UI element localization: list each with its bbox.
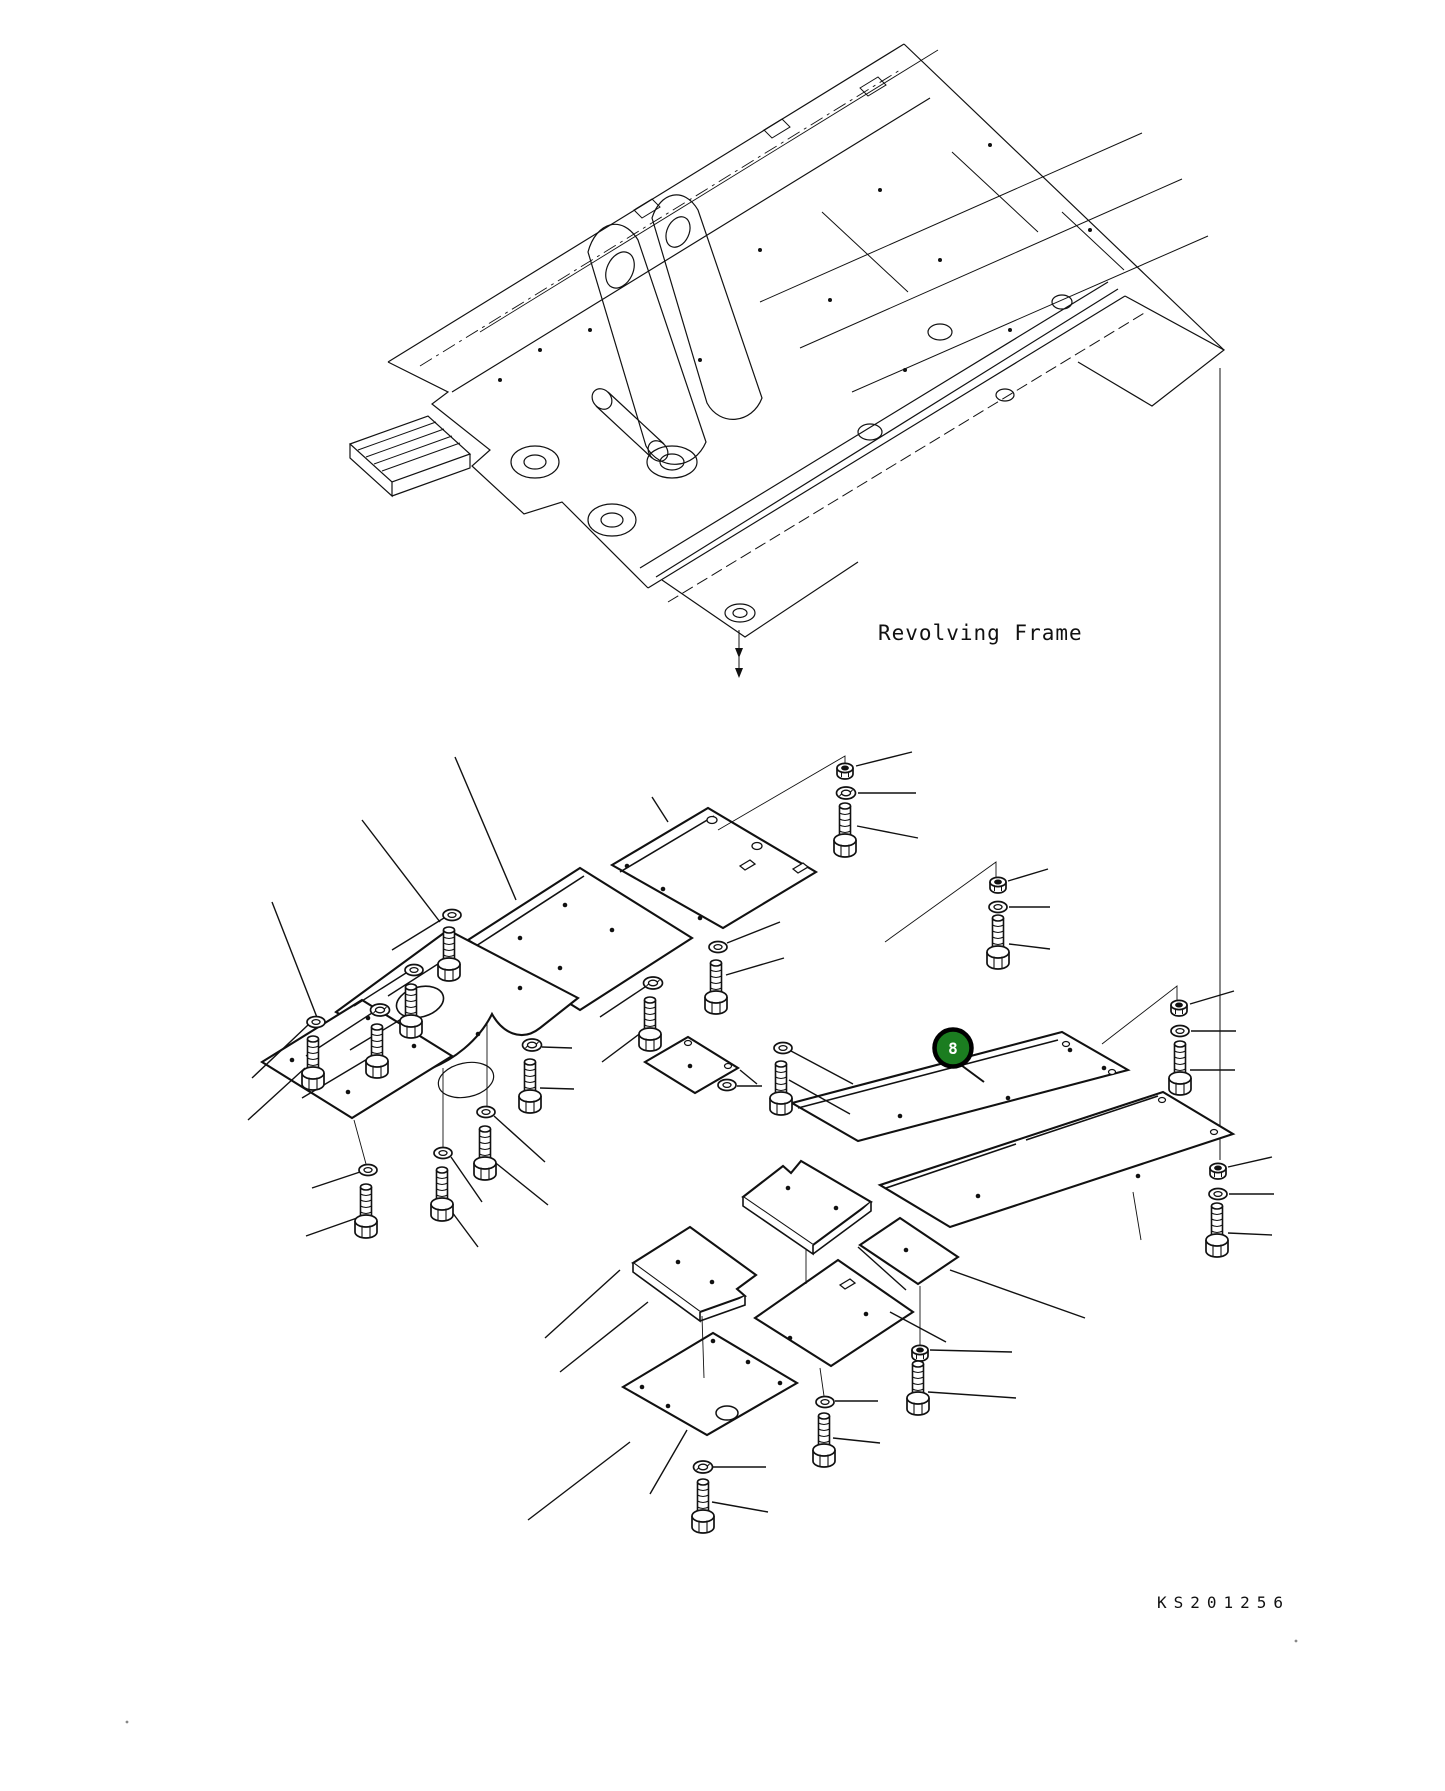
bolt [354,1183,378,1239]
bolt [1168,1040,1192,1096]
washer [988,900,1008,914]
bolt [986,914,1010,970]
washer [1170,1024,1190,1038]
callout-circle[interactable] [932,1027,974,1069]
cover-plate [858,1216,960,1286]
bolt [518,1058,542,1114]
washer [442,908,462,922]
bolt [906,1360,930,1416]
cutout-curve [437,1061,495,1099]
bolt [1205,1202,1229,1258]
bolt [691,1478,715,1534]
washer [815,1395,835,1409]
spring-washer [521,1038,543,1052]
cover-plate [620,1331,800,1437]
nut [1209,1162,1227,1180]
bolt [812,1412,836,1468]
leader-lines [247,751,1274,1521]
callout-number: 8 [948,1039,958,1058]
cover-plate [642,1035,741,1095]
revolving-frame-drawing [348,43,1226,678]
callout-leader [960,1064,985,1083]
page-dot [125,1720,129,1724]
nut [989,876,1007,894]
washer [306,1015,326,1029]
under-cover-plates [260,806,1236,1437]
bolt [473,1125,497,1181]
frame-label: Revolving Frame [878,621,1083,645]
bolt [430,1166,454,1222]
cover-plate [609,806,819,930]
washer [708,940,728,954]
nut [1170,999,1188,1017]
callout-8[interactable]: 8 [932,1027,985,1083]
washer [433,1146,453,1160]
washer [358,1163,378,1177]
page-dot [1294,1639,1298,1643]
washer [717,1078,737,1092]
washer [773,1041,793,1055]
spring-washer [692,1460,714,1474]
bolt [769,1060,793,1116]
spring-washer [642,976,664,990]
cover-plate [753,1258,915,1368]
cover-plate [877,1090,1236,1229]
bolt [704,959,728,1015]
spring-washer [369,1003,391,1017]
bolt [833,802,857,858]
cover-plate [741,1159,873,1256]
nut [911,1344,929,1362]
washer [1208,1187,1228,1201]
washer [476,1105,496,1119]
spring-washer [835,786,857,800]
nut [836,762,854,780]
washer [404,963,424,977]
drawing-code: KS201256 [1157,1593,1290,1612]
bolt [638,996,662,1052]
cover-plate [631,1225,758,1323]
